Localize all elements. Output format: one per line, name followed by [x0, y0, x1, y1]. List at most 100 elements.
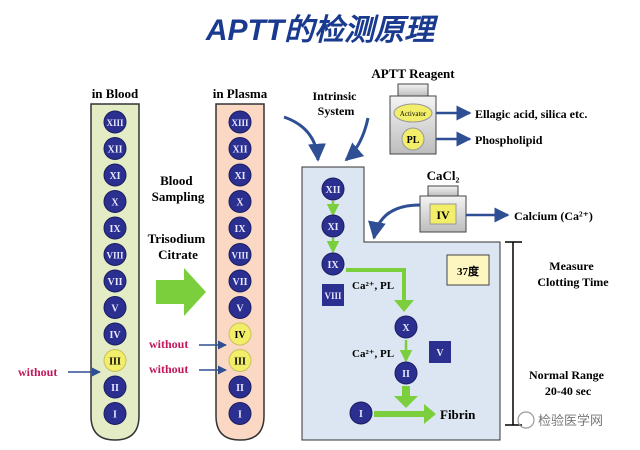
plasma-factor-xiii-shape: [228, 110, 252, 134]
plasma-factor-viii: VIII: [228, 243, 252, 266]
plasma-factor-xii: XII: [228, 137, 252, 160]
blood-factor-viii-shape: [103, 243, 127, 266]
plasma-factor-v-label: V: [236, 304, 244, 315]
blood-factor-viii: VIII: [103, 243, 127, 266]
cacl2-factor-box: [429, 203, 457, 225]
blood-factor-x: X: [103, 190, 127, 213]
plasma-factor-ix: IX: [228, 216, 252, 240]
plasma-factor-ii-shape: [228, 375, 252, 399]
plasma-tube-label: in Plasma: [213, 86, 268, 101]
activator-label: Activator: [400, 110, 427, 118]
plasma-factor-iii-label: III: [234, 357, 246, 368]
trisodium-citrate-label: Trisodium Citrate: [148, 231, 209, 262]
blood-factor-xi-label: XI: [109, 171, 120, 182]
cascade-factor-xii: XII: [321, 177, 345, 201]
plasma-factor-i-label: I: [238, 410, 242, 421]
plasma-factor-ii-label: II: [236, 383, 244, 394]
fibrin-label: Fibrin: [440, 407, 476, 422]
plasma-factor-iv-label: IV: [234, 330, 246, 341]
plasma-factor-xiii-label: XIII: [231, 118, 249, 128]
blood-sampling-label: Blood Sampling: [152, 173, 205, 204]
plasma-factor-xi: XI: [228, 163, 252, 187]
intrinsic-arrow-left: [283, 115, 326, 162]
cascade-factor-xi-label: XI: [327, 222, 338, 233]
plasma-factor-ix-shape: [228, 216, 252, 240]
cacl2-label: CaCl₂: [427, 168, 460, 183]
blood-factor-iv-shape: [103, 322, 127, 346]
cascade-factor-ii-label: II: [402, 369, 410, 380]
plasma-factor-i-shape: [228, 402, 252, 425]
blood-factor-iii: III: [103, 349, 127, 372]
arrow-i-fibrin: [374, 404, 436, 424]
blood-factor-x-label: X: [111, 198, 119, 209]
cascade-factor-viii-label: VIII: [324, 291, 342, 301]
pl-note: Phospholipid: [475, 133, 543, 147]
blood-factor-ii: II: [103, 375, 127, 399]
blood-factor-vii-shape: [103, 269, 127, 293]
blood-factor-ix: IX: [103, 216, 127, 240]
blood-factor-v: V: [103, 296, 127, 319]
temperature-label: 37度: [457, 264, 480, 278]
plasma-factor-x: X: [228, 190, 252, 213]
aptt-reagent-label: APTT Reagent: [371, 66, 455, 81]
cascade-factor-v-shape: [429, 341, 451, 363]
plasma-factor-i: I: [228, 402, 252, 425]
normal-range-label: Normal Range 20-40 sec: [529, 368, 607, 398]
plasma-factor-iii-shape: [228, 349, 252, 372]
blood-factor-xi-shape: [103, 163, 127, 187]
blood-factor-xii-label: XII: [107, 145, 122, 156]
cascade-factor-i: I: [349, 401, 373, 425]
blood-factor-vii: VII: [103, 269, 127, 293]
plasma-factor-ii: II: [228, 375, 252, 399]
blood-factor-xii-shape: [103, 137, 127, 160]
cascade-factor-viii-shape: [322, 284, 344, 306]
cascade-factor-xii-label: XII: [325, 185, 340, 196]
blood-factor-iv-label: IV: [109, 330, 121, 341]
blood-factor-i-label: I: [113, 410, 117, 421]
page-title: APTT的检测原理: [205, 13, 439, 47]
plasma-factor-viii-shape: [228, 243, 252, 266]
blood-factor-x-shape: [103, 190, 127, 213]
watermark: 检验医学网: [517, 411, 603, 429]
sampling-arrow: [156, 268, 206, 316]
plasma-factor-iv: IV: [228, 322, 252, 346]
blood-factor-ii-shape: [103, 375, 127, 399]
arrow-ii-i: [394, 386, 418, 408]
blood-tube-label: in Blood: [92, 86, 139, 101]
cascade-factor-i-shape: [349, 401, 373, 425]
pl-circle: [401, 127, 425, 151]
cascade-factor-v: V: [429, 341, 451, 363]
plasma-factor-xi-shape: [228, 163, 252, 187]
plasma-factor-xi-label: XI: [234, 171, 245, 182]
blood-factor-i: I: [103, 402, 127, 425]
cascade-factor-x-label: X: [402, 323, 410, 334]
plasma-factor-iv-shape: [228, 322, 252, 346]
ca-pl-label-1: Ca²⁺, PL: [352, 280, 394, 292]
blood-factor-iii-label: III: [109, 357, 121, 368]
plasma-factor-xii-shape: [228, 137, 252, 160]
plasma-factor-xiii: XIII: [228, 110, 252, 134]
cascade-factor-ix: IX: [321, 252, 345, 276]
calcium-note: Calcium (Ca²⁺): [514, 209, 593, 223]
plasma-factor-ix-label: IX: [234, 224, 246, 235]
cascade-factor-x-shape: [394, 315, 418, 339]
plasma-factor-x-shape: [228, 190, 252, 213]
blood-without-label: without: [18, 365, 57, 379]
blood-factor-ix-label: IX: [109, 224, 121, 235]
plasma-without-label-1: without: [149, 337, 188, 351]
blood-factor-iii-shape: [103, 349, 127, 372]
cascade-factor-ii: II: [394, 361, 418, 385]
blood-factor-xiii-shape: [103, 110, 127, 134]
cascade-factor-x: X: [394, 315, 418, 339]
activator-note: Ellagic acid, silica etc.: [475, 107, 587, 121]
plasma-factor-v-shape: [228, 296, 252, 319]
plasma-factor-vii-shape: [228, 269, 252, 293]
temperature-box: [446, 254, 490, 286]
blood-factor-i-shape: [103, 402, 127, 425]
cascade-factor-i-label: I: [359, 409, 363, 420]
plasma-factor-xii-label: XII: [232, 145, 247, 156]
plasma-factor-iii: III: [228, 349, 252, 372]
blood-factor-xi: XI: [103, 163, 127, 187]
